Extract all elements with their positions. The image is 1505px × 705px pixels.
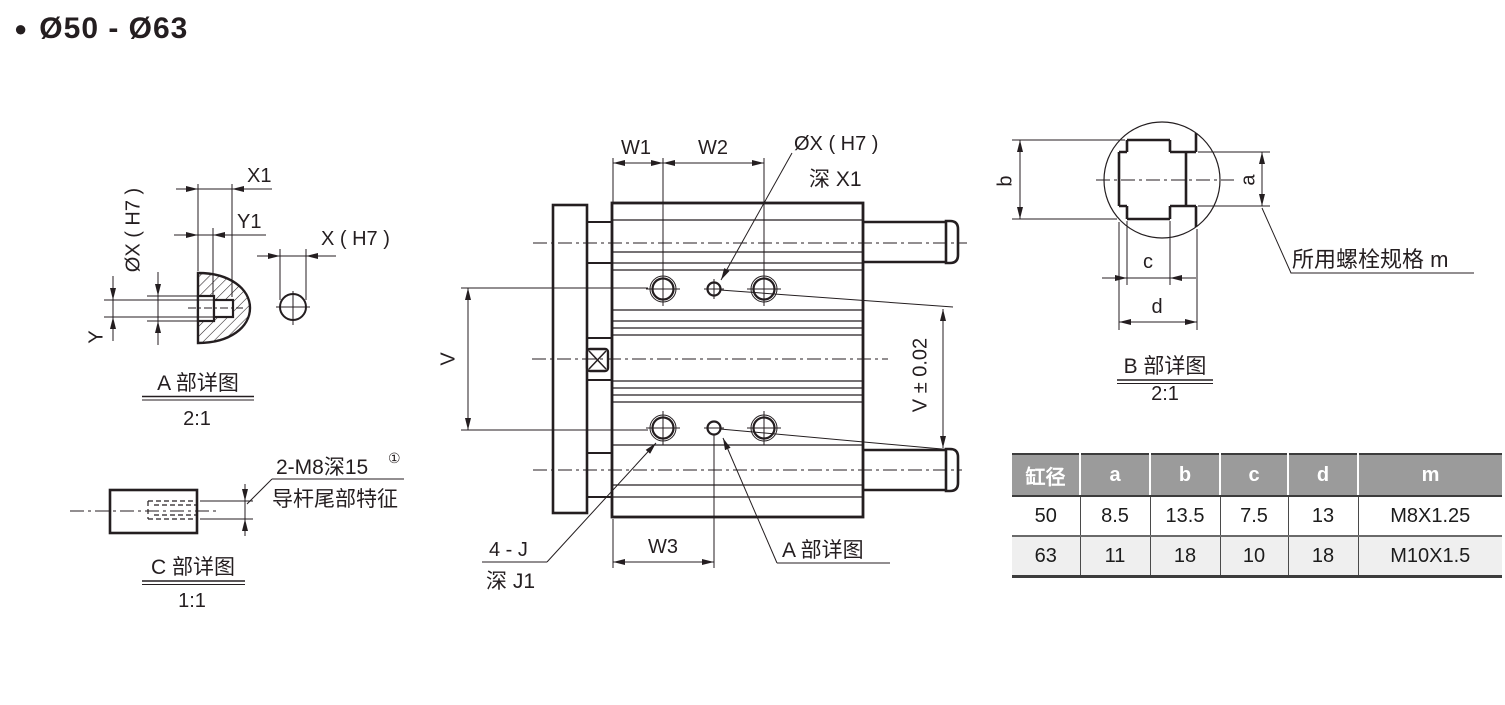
detail-b-view (1012, 121, 1474, 384)
bore-range-title: Ø50 - Ø63 (39, 12, 189, 45)
detail-c-thread-note: 2-M8深15 (276, 456, 368, 479)
main-callout-4j-depth: 深 J1 (486, 570, 535, 593)
detail-c-scale: 1:1 (178, 590, 206, 612)
main-callout-hole-depth: 深 X1 (809, 168, 862, 191)
cell-a-50: 8.5 (1080, 496, 1151, 537)
cylinder-body (610, 201, 865, 519)
detail-b-scale: 2:1 (1151, 383, 1179, 405)
detail-b-dim-a: a (1237, 174, 1259, 186)
detail-c-title: C 部详图 (151, 556, 235, 579)
cell-d-50: 13 (1288, 496, 1359, 537)
col-header-b: b (1150, 453, 1221, 497)
spec-table-header-row: 缸径 a b c d m (1012, 453, 1502, 497)
cell-m-50: M8X1.25 (1358, 496, 1502, 537)
detail-a-scale: 2:1 (183, 408, 211, 430)
detail-b-title: B 部详图 (1124, 355, 1207, 378)
cell-bore-50: 50 (1012, 496, 1081, 537)
main-dim-v-tol: V ± 0.02 (909, 338, 931, 412)
centerlines (532, 242, 967, 471)
cell-m-63: M10X1.5 (1358, 536, 1502, 578)
cell-b-63: 18 (1150, 536, 1221, 578)
detail-a-view (104, 184, 336, 401)
detail-b-dim-c: c (1143, 251, 1153, 273)
detail-a-dim-x1: X1 (247, 165, 271, 187)
detail-b-dim-d: d (1151, 296, 1162, 318)
main-dim-w2: W2 (698, 137, 728, 159)
detail-c-view (70, 478, 404, 585)
cell-b-50: 13.5 (1150, 496, 1221, 537)
table-row: 50 8.5 13.5 7.5 13 M8X1.25 (1012, 496, 1502, 537)
detail-c-feature-note: 导杆尾部特征 (272, 488, 398, 511)
detail-b-bolt-note: 所用螺栓规格 m (1292, 247, 1448, 272)
detail-a-dim-y1: Y1 (237, 211, 261, 233)
cell-d-63: 18 (1288, 536, 1359, 578)
cell-c-50: 7.5 (1220, 496, 1289, 537)
detail-a-dim-bore: ØX ( H7 ) (122, 188, 144, 272)
detail-a-dim-hole: X ( H7 ) (321, 228, 390, 250)
main-dim-w3: W3 (648, 536, 678, 558)
detail-a-dim-y: Y (85, 330, 107, 343)
col-header-bore: 缸径 (1012, 453, 1081, 497)
mount-holes-top (646, 275, 781, 303)
main-dim-v: V (437, 352, 459, 366)
main-view (461, 152, 967, 568)
detail-b-cross-slot (1117, 133, 1198, 227)
guide-rod-top (863, 219, 960, 265)
cell-a-63: 11 (1080, 536, 1151, 578)
detail-b-dim-b: b (994, 175, 1016, 186)
main-callout-hole: ØX ( H7 ) (794, 133, 878, 155)
table-row: 63 11 18 10 18 M10X1.5 (1012, 536, 1502, 578)
page-title: ● Ø50 - Ø63 (14, 12, 188, 46)
bullet-icon: ● (14, 16, 28, 41)
col-header-d: d (1288, 453, 1359, 497)
detail-c-note-superscript: ① (388, 450, 401, 466)
cell-c-63: 10 (1220, 536, 1289, 578)
detail-a-title: A 部详图 (157, 372, 239, 395)
main-callout-detail-a: A 部详图 (782, 539, 864, 562)
cell-bore-63: 63 (1012, 536, 1081, 578)
col-header-c: c (1220, 453, 1289, 497)
main-callout-4j: 4 - J (489, 539, 528, 561)
col-header-m: m (1358, 453, 1502, 497)
spec-table: 缸径 a b c d m 50 8.5 13.5 7.5 13 M8X1.25 … (1012, 453, 1502, 578)
main-dim-w1: W1 (621, 137, 651, 159)
col-header-a: a (1080, 453, 1151, 497)
